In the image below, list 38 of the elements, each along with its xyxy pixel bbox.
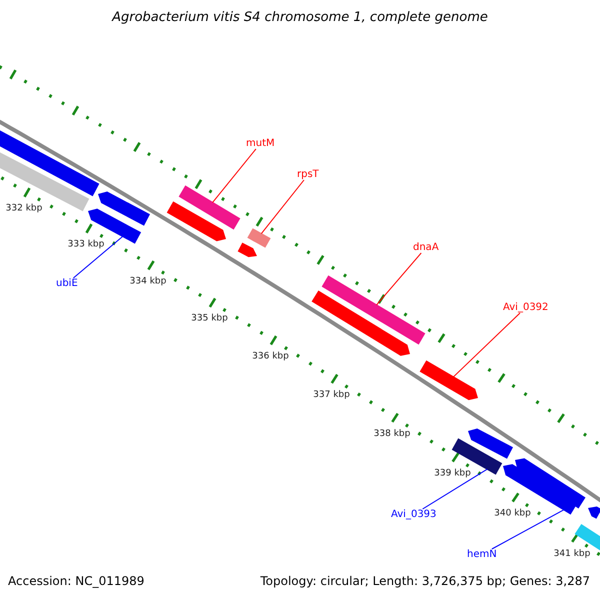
gene-bar — [322, 275, 426, 345]
scale-label: 335 kbp — [191, 314, 228, 324]
gene-bar — [420, 360, 478, 400]
gene-bar — [98, 192, 150, 226]
gene-bar — [468, 428, 513, 459]
footer-text: Accession: NC_011989 — [8, 574, 144, 588]
gene-bar — [588, 506, 600, 519]
leader-line — [260, 180, 304, 234]
gene-label: Avi_0393 — [391, 509, 436, 520]
gene-label: Avi_0392 — [503, 302, 548, 313]
gene-label: mutM — [246, 138, 275, 149]
title: Agrobacterium vitis S4 chromosome 1, complete genome — [110, 10, 489, 25]
gene-bar — [515, 458, 586, 508]
gene-bar — [247, 228, 271, 248]
leader-line — [453, 312, 520, 378]
leader-line — [376, 252, 422, 306]
leader-line — [72, 236, 124, 278]
scale-label: 339 kbp — [434, 468, 471, 478]
gene-label: hemN — [467, 549, 497, 560]
scale-label: 333 kbp — [68, 240, 104, 250]
gene-bar — [166, 201, 226, 242]
gene-bar — [238, 242, 257, 258]
gene-label: dnaA — [413, 242, 439, 253]
scale-label: 338 kbp — [374, 428, 410, 439]
scale-label: 332 kbp — [6, 204, 42, 214]
leader-line — [212, 148, 256, 203]
gene-label: rpsT — [297, 169, 319, 180]
scale-label: 336 kbp — [252, 351, 289, 362]
scale-label: 334 kbp — [130, 276, 166, 286]
leader-line — [422, 468, 488, 510]
gene-bar — [178, 185, 240, 230]
gene-bar — [312, 290, 410, 356]
footer-text: Topology: circular; Length: 3,726,375 bp; Genes: 3,287 — [260, 574, 590, 588]
gene-label: ubiE — [56, 278, 78, 289]
scale-label: 341 kbp — [554, 548, 590, 559]
leader-line — [491, 509, 564, 550]
scale-label: 340 kbp — [494, 508, 531, 518]
scale-label: 337 kbp — [313, 390, 350, 400]
